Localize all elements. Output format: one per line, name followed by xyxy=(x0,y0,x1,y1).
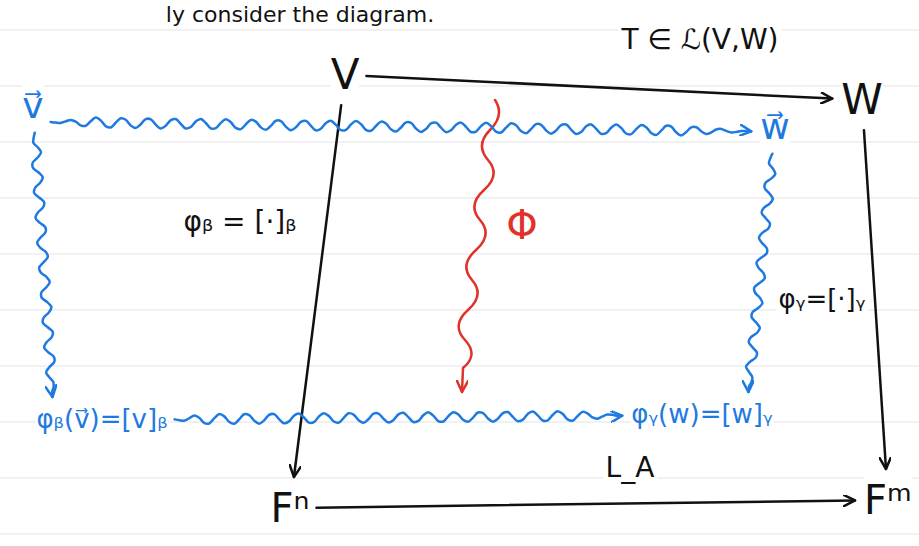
wavy-arrow xyxy=(746,154,775,392)
vector-label: v⃗ xyxy=(19,83,46,128)
wavy-arrow xyxy=(175,411,623,424)
math-text: V xyxy=(331,51,360,99)
math-text: v⃗ xyxy=(22,85,43,126)
map-arrow xyxy=(316,500,855,507)
page-note: ly consider the diagram. xyxy=(163,2,437,27)
edge-label: T ∈ ℒ(V,W) xyxy=(618,24,781,56)
edge-label: L_A xyxy=(603,452,658,484)
coordinate-label: φᵦ(v⃗)=[v]ᵦ xyxy=(33,403,170,437)
map-arrow xyxy=(366,76,832,99)
edge-label: φᵦ = [·]ᵦ xyxy=(181,206,300,238)
math-text: w⃗ xyxy=(760,106,789,147)
map-symbol: Φ xyxy=(503,202,540,248)
math-text: φᵦ(v⃗)=[v]ᵦ xyxy=(36,405,167,435)
red-wavy-arrow xyxy=(459,100,499,392)
wavy-arrow xyxy=(51,118,752,136)
math-text: W xyxy=(841,76,883,124)
coordinate-space: Fⁿ xyxy=(268,483,313,533)
wavy-arrow xyxy=(32,133,54,397)
vector-space: V xyxy=(328,49,363,101)
coordinate-label: φᵧ(w)=[w]ᵧ xyxy=(628,398,775,432)
math-text: Fᵐ xyxy=(864,477,912,523)
ruled-lines xyxy=(0,30,919,534)
math-text: Fⁿ xyxy=(271,485,310,531)
math-text: φᵧ(w)=[w]ᵧ xyxy=(631,400,772,430)
edge-label: φᵧ=[·]ᵧ xyxy=(776,285,869,315)
vector-label: w⃗ xyxy=(757,104,792,149)
coordinate-space: Fᵐ xyxy=(861,475,915,525)
vector-space: W xyxy=(838,74,886,126)
